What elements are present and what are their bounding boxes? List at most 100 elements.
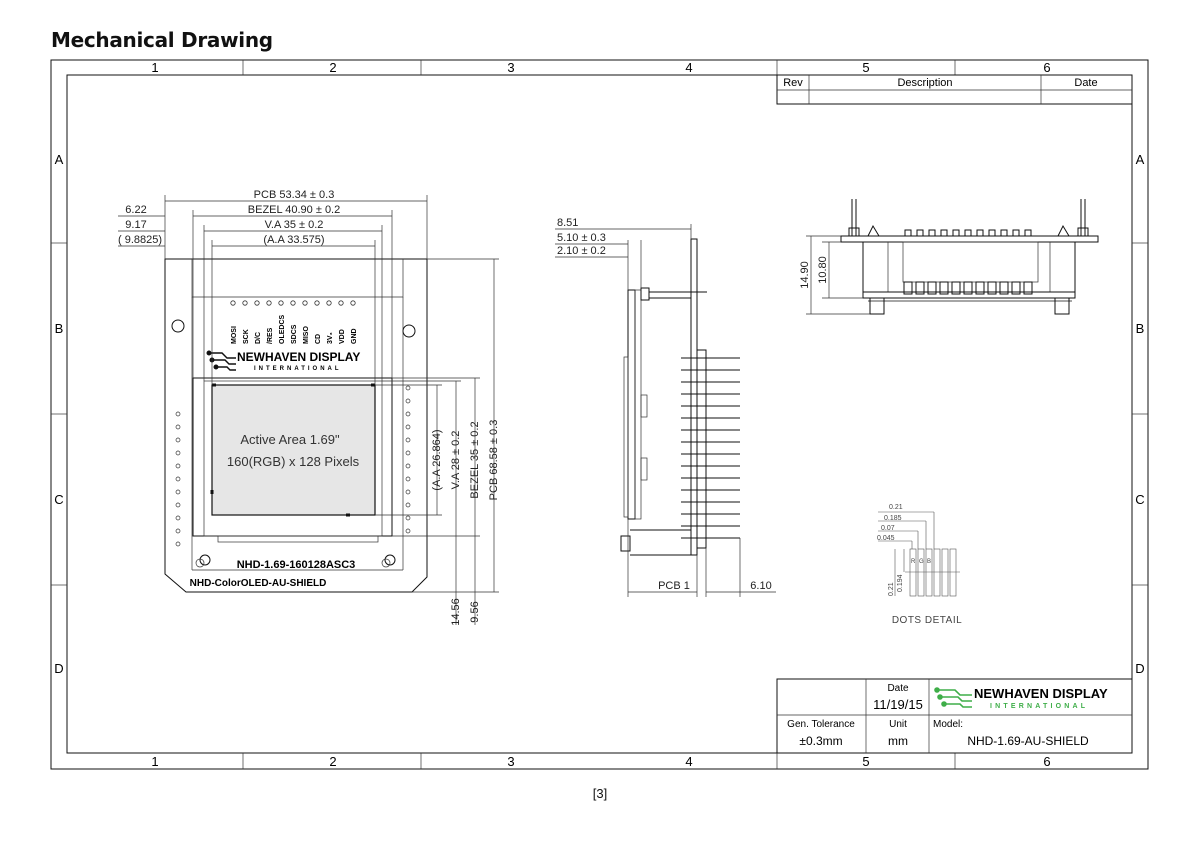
- dots-dim-1: 0.21: [889, 504, 903, 511]
- col-label-top-4: 4: [685, 60, 692, 75]
- row-label-left-b: B: [55, 321, 64, 336]
- pin-labels: MOSI SCK D/C /RES OLEDCS SDCS MISO CD 3V…: [231, 315, 358, 345]
- pin-label-mosi: MOSI: [231, 326, 238, 344]
- flex-cable: [217, 535, 379, 543]
- col-label-bottom-3: 3: [507, 754, 514, 769]
- row-label-left-c: C: [54, 492, 63, 507]
- pin-label-vdd: VDD: [339, 329, 346, 344]
- logo-sub: INTERNATIONAL: [990, 703, 1088, 710]
- side-header-pins: [681, 349, 740, 549]
- description-header: Description: [897, 77, 952, 89]
- top-dimension-lines: [118, 195, 428, 385]
- col-label-top-2: 2: [329, 60, 336, 75]
- pin-label-gnd: GND: [351, 328, 358, 344]
- tolerance-label: Gen. Tolerance: [787, 719, 855, 730]
- board-name: NHD-ColorOLED-AU-SHIELD: [190, 578, 327, 589]
- col-label-top-3: 3: [507, 60, 514, 75]
- pin-label-miso: MISO: [303, 326, 310, 344]
- pin-label-cd: CD: [315, 334, 322, 344]
- dim-va-width: V.A 35 ± 0.2: [265, 219, 324, 231]
- row-label-right-d: D: [1135, 661, 1144, 676]
- board-logo-sub: INTERNATIONAL: [254, 366, 342, 372]
- dots-r: R: [911, 559, 916, 565]
- pin-label-sck: SCK: [243, 329, 250, 344]
- row-label-right-b: B: [1136, 321, 1145, 336]
- revision-block: Rev Description Date: [776, 74, 1133, 105]
- pin-label-oledcs: OLEDCS: [279, 315, 286, 345]
- tolerance-value: ±0.3mm: [799, 734, 842, 748]
- title-block: Date 11/19/15 Gen. Tolerance ±0.3mm Unit…: [776, 678, 1133, 754]
- side-dimension-lines: [555, 224, 776, 597]
- dim-offset-1: 6.22: [125, 204, 146, 216]
- dim-va-height: V.A 28 ± 0.2: [450, 431, 462, 490]
- end-module: [862, 241, 1076, 293]
- front-view: MOSI SCK D/C /RES OLEDCS SDCS MISO CD 3V…: [118, 189, 500, 626]
- mount-hole-br: [384, 554, 396, 566]
- mount-hole-bl: [199, 554, 211, 566]
- dots-detail: 0.21 0.185 0.07 0.045 0.21 0.194 R G B D…: [877, 504, 962, 626]
- date-value: 11/19/15: [873, 697, 923, 712]
- dots-b: B: [927, 559, 931, 565]
- board-circuit-icon: [206, 350, 236, 371]
- pin-label-3v3: 3V₃: [327, 332, 334, 344]
- side-module: [627, 289, 636, 520]
- end-posts: [848, 199, 1089, 315]
- model-value: NHD-1.69-AU-SHIELD: [967, 734, 1089, 748]
- dim-bezel-height: BEZEL 35 ± 0.2: [469, 421, 481, 498]
- dots-dim-4: 0.045: [877, 535, 895, 542]
- end-pcb: [840, 235, 1099, 243]
- mount-hole-left: [171, 319, 185, 333]
- dots-dim-6: 0.194: [897, 574, 904, 592]
- part-number: NHD-1.69-160128ASC3: [237, 559, 356, 571]
- logo-main: NEWHAVEN DISPLAY: [974, 686, 1108, 701]
- dim-pcb-width: PCB 53.34 ± 0.3: [254, 189, 335, 201]
- active-area: [211, 384, 376, 516]
- board-logo-main: NEWHAVEN DISPLAY: [237, 350, 360, 364]
- pin-row-left: [175, 411, 181, 547]
- side-dim-pcb: PCB 1: [658, 580, 690, 592]
- board-logo: NEWHAVEN DISPLAY INTERNATIONAL: [206, 350, 360, 372]
- frame-outer: [50, 59, 1149, 770]
- side-view: 8.51 5.10 ± 0.3 2.10 ± 0.2 PCB 1 6.10: [555, 217, 776, 597]
- right-dimension-lines: [375, 258, 499, 625]
- side-dim-3: 2.10 ± 0.2: [557, 245, 606, 257]
- side-dim-1: 8.51: [557, 217, 578, 229]
- pixel-count-label: 160(RGB) x 128 Pixels: [227, 454, 360, 469]
- pin-label-sdcs: SDCS: [291, 324, 298, 344]
- dots-dim-5: 0.21: [888, 582, 895, 596]
- end-dim-2: 10.80: [817, 256, 829, 284]
- dim-bezel-width: BEZEL 40.90 ± 0.2: [248, 204, 340, 216]
- model-label: Model:: [933, 719, 963, 730]
- page-title: Mechanical Drawing: [51, 28, 273, 52]
- dim-bottom-1: 14.56: [450, 598, 462, 626]
- dots-dim-2: 0.185: [884, 515, 902, 522]
- end-pins: [903, 229, 1033, 295]
- pin-label-dc: D/C: [255, 332, 262, 344]
- dim-aa-height: (A.A 26.864): [431, 429, 443, 490]
- dim-pcb-height: PCB 68.58 ± 0.3: [488, 420, 500, 501]
- dots-detail-title: DOTS DETAIL: [892, 615, 962, 626]
- date-header: Date: [1074, 77, 1097, 89]
- unit-value: mm: [888, 734, 908, 748]
- col-label-top-6: 6: [1043, 60, 1050, 75]
- page-number: [3]: [592, 786, 608, 801]
- dim-bottom-2: 9.56: [469, 601, 481, 622]
- mount-hole-right: [402, 324, 416, 338]
- pin-row-top: [230, 300, 356, 306]
- dim-offset-2: 9.17: [125, 219, 146, 231]
- dim-aa-width: (A.A 33.575): [263, 234, 324, 246]
- col-label-top-1: 1: [151, 60, 158, 75]
- row-label-right-a: A: [1136, 152, 1145, 167]
- col-label-top-5: 5: [862, 60, 869, 75]
- active-area-label: Active Area 1.69": [240, 432, 340, 447]
- newhaven-logo: NEWHAVEN DISPLAY INTERNATIONAL: [934, 686, 1108, 710]
- unit-label: Unit: [889, 719, 907, 730]
- dots-g: G: [919, 559, 924, 565]
- end-dimension-lines: [806, 235, 870, 315]
- row-label-left-d: D: [54, 661, 63, 676]
- frame-dividers: [51, 60, 1148, 769]
- side-dim-2: 5.10 ± 0.3: [557, 232, 606, 244]
- pin-row-right: [405, 385, 411, 534]
- end-dim-1: 14.90: [799, 261, 811, 289]
